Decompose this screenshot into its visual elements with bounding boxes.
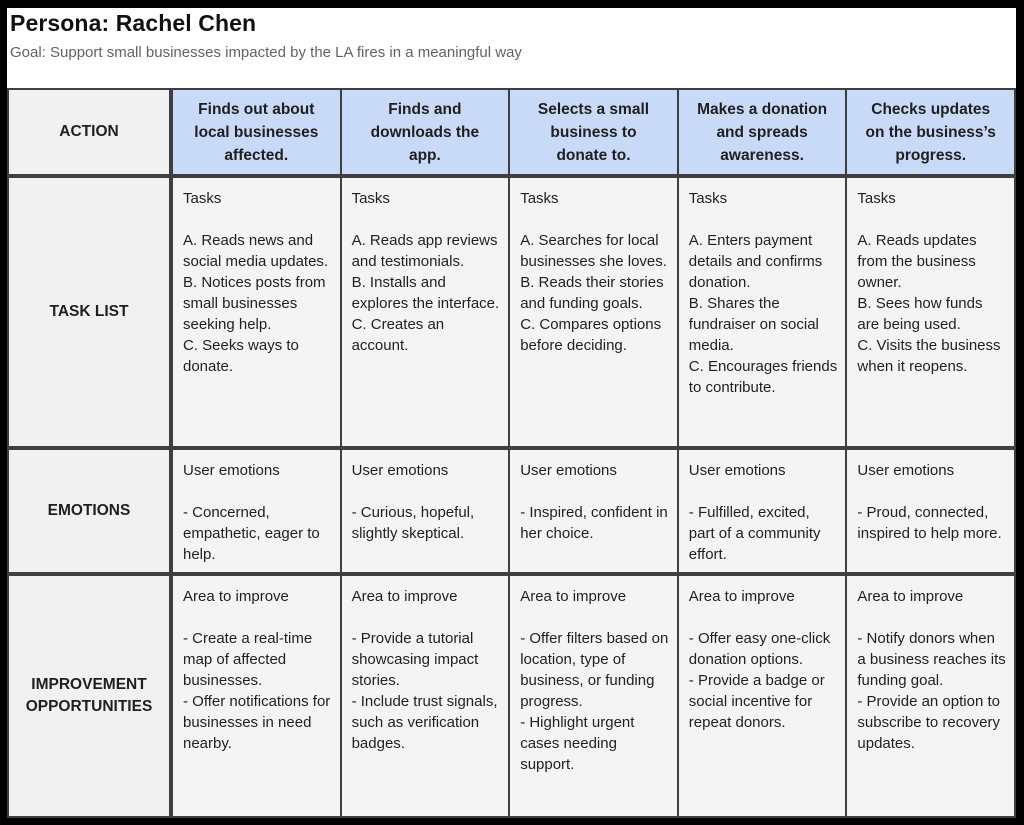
action-header-2: Finds and downloads the app.	[341, 90, 509, 176]
task-item: A. Searches for local businesses she lov…	[520, 232, 667, 270]
improvement-item: - Provide a tutorial showcasing impact s…	[351, 630, 479, 689]
improvement-cell-2: Area to improve - Provide a tutorial sho…	[341, 576, 509, 816]
task-list-cell-5: Tasks A. Reads updates from the business…	[847, 178, 1014, 448]
task-item: A. Reads updates from the business owner…	[857, 232, 977, 291]
area-to-improve-label: Area to improve	[857, 588, 964, 605]
page-title: Persona: Rachel Chen	[10, 10, 257, 36]
improvement-cell-4: Area to improve - Offer easy one-click d…	[678, 576, 846, 816]
task-item: C. Seeks ways to donate.	[183, 337, 299, 375]
improvement-item: - Provide an option to subscribe to reco…	[857, 693, 1000, 752]
task-item: B. Shares the fundraiser on social media…	[688, 295, 819, 354]
user-emotions-label: User emotions	[688, 462, 786, 479]
emotion-item: - Concerned, empathetic, eager to help.	[183, 504, 320, 563]
tasks-label: Tasks	[183, 190, 222, 207]
emotions-cell-2: User emotions - Curious, hopeful, slight…	[341, 450, 509, 574]
improvement-cell-3: Area to improve - Offer filters based on…	[510, 576, 677, 816]
row-label-improvement-opportunities: IMPROVEMENT OPPORTUNITIES	[9, 576, 171, 816]
improvement-item: - Notify donors when a business reaches …	[857, 630, 1006, 689]
area-to-improve-label: Area to improve	[351, 588, 458, 605]
emotion-item: - Curious, hopeful, slightly skeptical.	[351, 504, 475, 542]
journey-map-table: ACTION Finds out about local businesses …	[7, 88, 1016, 818]
tasks-label: Tasks	[688, 190, 728, 207]
row-label-emotions: EMOTIONS	[9, 450, 171, 574]
task-item: A. Reads app reviews and testimonials.	[351, 232, 498, 270]
task-item: C. Visits the business when it reopens.	[857, 337, 1001, 375]
improvement-item: - Offer filters based on location, type …	[520, 630, 669, 710]
improvement-item: - Offer easy one-click donation options.	[688, 630, 831, 668]
tasks-label: Tasks	[520, 190, 559, 207]
action-header-1: Finds out about local businesses affecte…	[173, 90, 340, 176]
task-item: B. Installs and explores the interface.	[351, 274, 500, 312]
emotions-cell-1: User emotions - Concerned, empathetic, e…	[173, 450, 340, 574]
user-emotions-label: User emotions	[351, 462, 449, 479]
task-list-cell-1: Tasks A. Reads news and social media upd…	[173, 178, 340, 448]
action-header-5: Checks updates on the business’s progres…	[847, 90, 1014, 176]
action-header-4: Makes a donation and spreads awareness.	[678, 90, 846, 176]
emotion-item: - Proud, connected, inspired to help mor…	[857, 504, 1002, 542]
action-header-3: Selects a small business to donate to.	[510, 90, 677, 176]
user-emotions-label: User emotions	[520, 462, 617, 479]
improvement-cell-1: Area to improve - Create a real-time map…	[173, 576, 340, 816]
improvement-item: - Include trust signals, such as verific…	[351, 693, 498, 752]
task-item: B. Notices posts from small businesses s…	[183, 274, 326, 333]
task-list-cell-3: Tasks A. Searches for local businesses s…	[510, 178, 677, 448]
task-item: C. Encourages friends to contribute.	[688, 358, 838, 396]
area-to-improve-label: Area to improve	[183, 588, 289, 605]
tasks-label: Tasks	[351, 190, 390, 207]
row-label-task-list: TASK LIST	[9, 178, 171, 448]
emotions-cell-3: User emotions - Inspired, confident in h…	[510, 450, 677, 574]
user-emotions-label: User emotions	[183, 462, 280, 479]
task-list-cell-4: Tasks A. Enters payment details and conf…	[678, 178, 846, 448]
improvement-item: - Create a real-time map of affected bus…	[183, 630, 313, 689]
document-page: Persona: Rachel Chen Goal: Support small…	[7, 8, 1016, 818]
task-list-cell-2: Tasks A. Reads app reviews and testimoni…	[341, 178, 509, 448]
task-item: B. Reads their stories and funding goals…	[520, 274, 664, 312]
improvement-item: - Offer notifications for businesses in …	[183, 693, 331, 752]
improvement-cell-5: Area to improve - Notify donors when a b…	[847, 576, 1014, 816]
improvement-item: - Highlight urgent cases needing support…	[520, 714, 635, 773]
task-item: B. Sees how funds are being used.	[857, 295, 983, 333]
emotions-cell-5: User emotions - Proud, connected, inspir…	[847, 450, 1014, 574]
persona-goal: Goal: Support small businesses impacted …	[10, 44, 522, 61]
emotion-item: - Inspired, confident in her choice.	[520, 504, 668, 542]
task-item: C. Compares options before deciding.	[520, 316, 662, 354]
user-emotions-label: User emotions	[857, 462, 955, 479]
task-item: A. Enters payment details and confirms d…	[688, 232, 823, 291]
area-to-improve-label: Area to improve	[520, 588, 627, 605]
tasks-label: Tasks	[857, 190, 896, 207]
task-item: A. Reads news and social media updates.	[183, 232, 329, 270]
task-item: C. Creates an account.	[351, 316, 445, 354]
emotion-item: - Fulfilled, excited, part of a communit…	[688, 504, 821, 563]
improvement-item: - Provide a badge or social incentive fo…	[688, 672, 825, 731]
area-to-improve-label: Area to improve	[688, 588, 795, 605]
row-label-action: ACTION	[9, 90, 171, 176]
emotions-cell-4: User emotions - Fulfilled, excited, part…	[678, 450, 846, 574]
